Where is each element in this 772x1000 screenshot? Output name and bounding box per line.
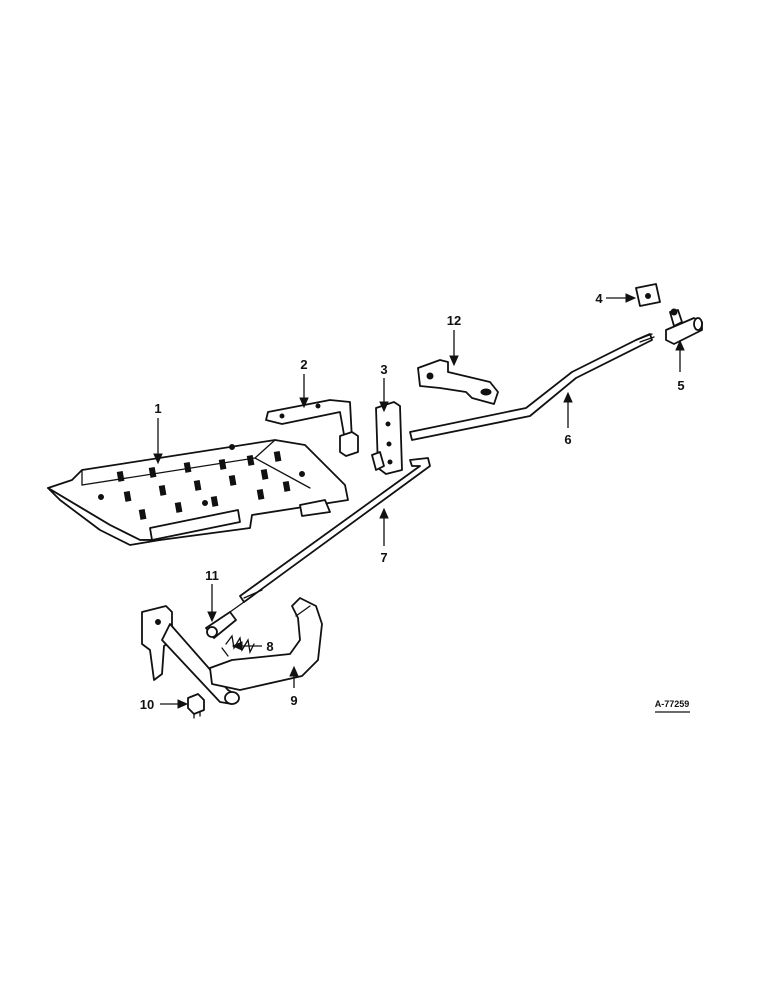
nut (187, 693, 205, 719)
label-part-10: 10 (140, 697, 154, 712)
callout-labels: 1 2 3 4 5 6 7 8 9 10 11 12 A-77259 (140, 291, 690, 712)
swivel (665, 308, 703, 345)
label-part-12: 12 (447, 313, 461, 328)
floor-plate (47, 439, 349, 546)
label-part-5: 5 (677, 378, 684, 393)
label-part-7: 7 (380, 550, 387, 565)
label-part-2: 2 (300, 357, 307, 372)
label-part-1: 1 (154, 401, 161, 416)
label-part-9: 9 (290, 693, 297, 708)
mounting-bracket (417, 359, 499, 405)
label-part-8: 8 (266, 639, 273, 654)
label-part-4: 4 (595, 291, 603, 306)
label-part-11: 11 (205, 568, 219, 583)
floor-plate-slots (98, 444, 305, 520)
label-part-3: 3 (380, 362, 387, 377)
clevis (205, 601, 245, 639)
long-rod (409, 333, 655, 441)
clip (635, 283, 661, 307)
reference-code: A-77259 (655, 699, 690, 709)
control-rod (239, 457, 431, 603)
bracket (265, 399, 359, 457)
callout-leaders (153, 293, 690, 713)
label-part-6: 6 (564, 432, 571, 447)
pivot-plate (371, 401, 403, 475)
